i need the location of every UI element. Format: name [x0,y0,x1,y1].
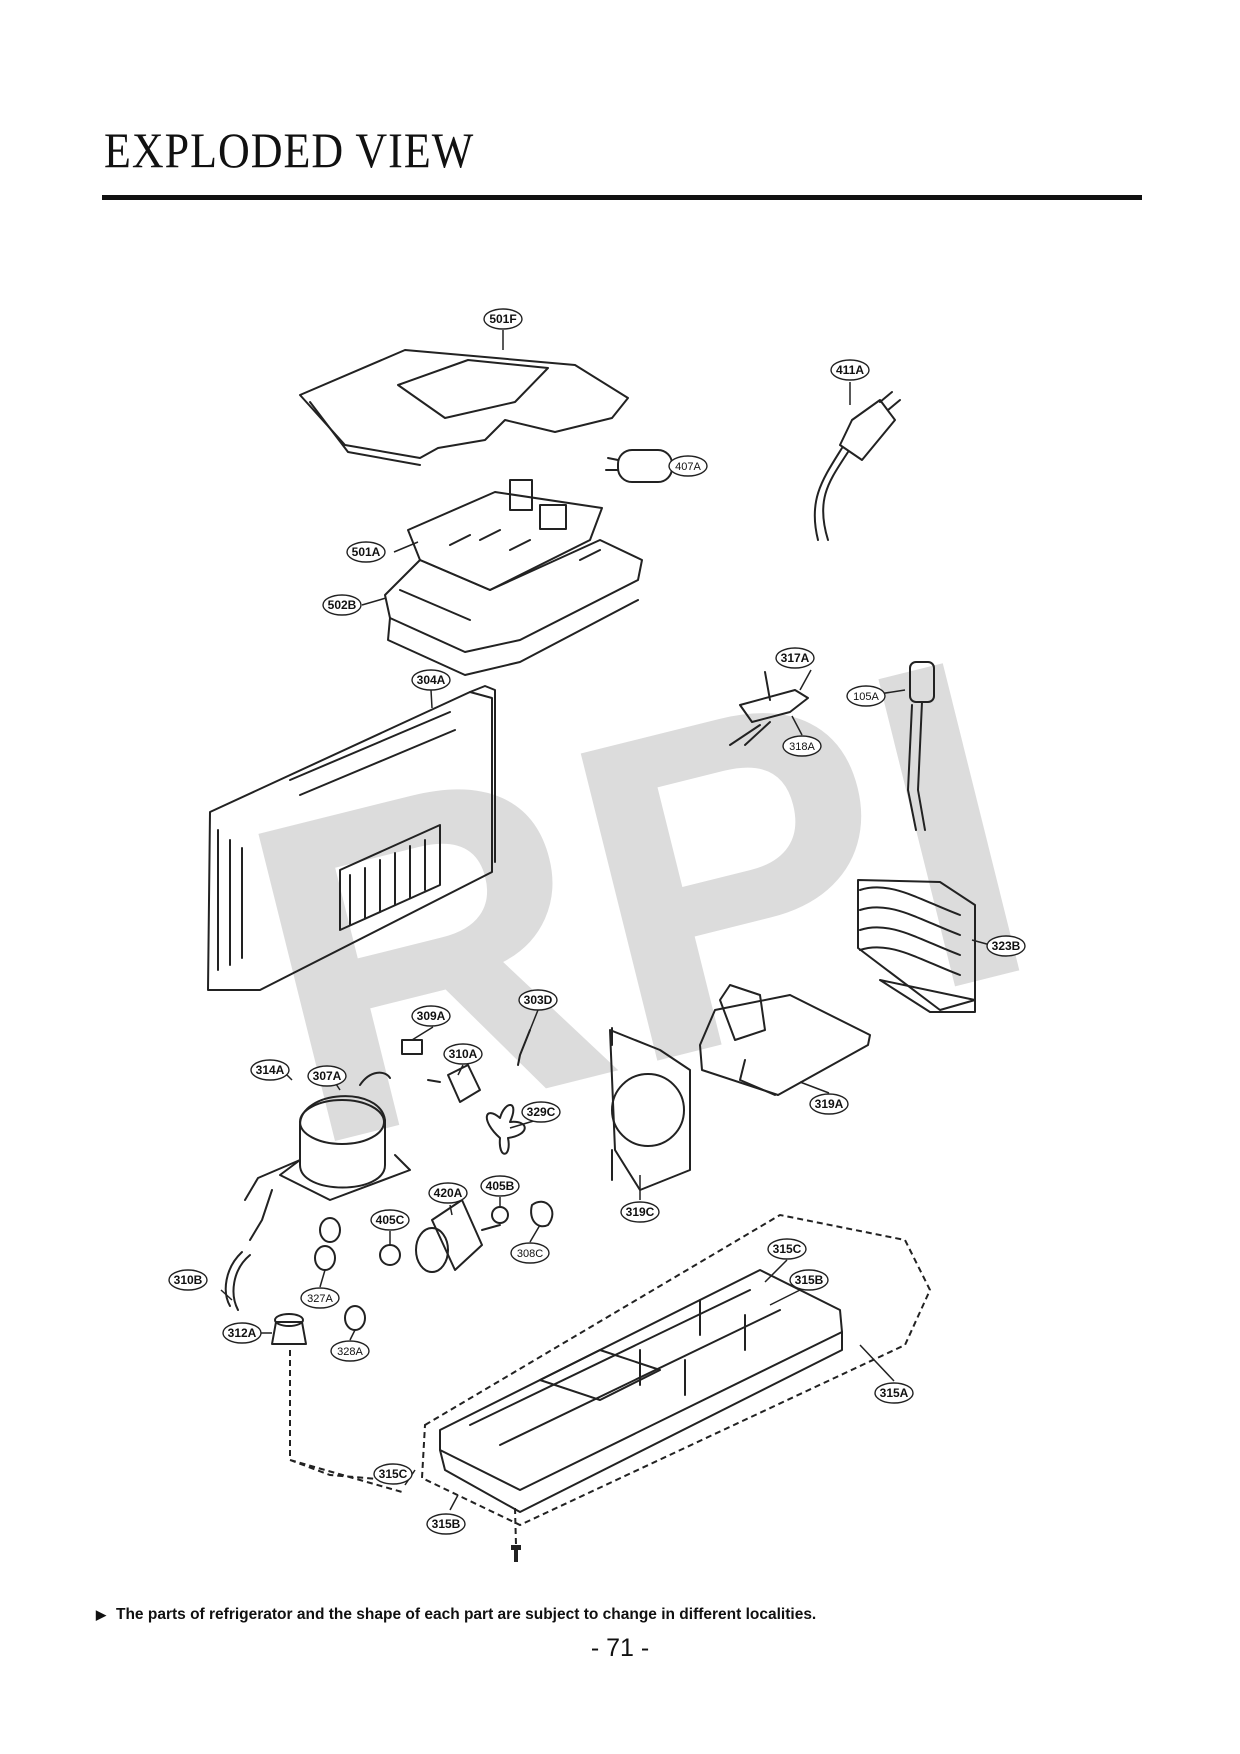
callout-304a: 304A [411,669,451,691]
callout-label: 420A [434,1186,463,1200]
callout-label: 310B [174,1273,203,1287]
footnote: ▶ The parts of refrigerator and the shape… [96,1606,816,1624]
callout-303d: 303D [518,989,558,1011]
callout-label: 314A [256,1063,285,1077]
callout-315b: 315B [426,1513,466,1535]
part-rear-cover-304a [207,685,496,991]
part-fan-blade-329c [485,1104,526,1155]
callout-307a: 307A [307,1065,347,1087]
part-fan-case-319a [699,984,871,1096]
callout-312a: 312A [222,1322,262,1344]
leader-screw [514,1507,517,1546]
callout-308c: 308C [510,1242,550,1264]
page-number: - 71 - [590,1634,650,1662]
callout-411a: 411A [830,359,870,381]
callout-329c: 329C [521,1101,561,1123]
callout-label: 315B [432,1517,461,1531]
callout-315c: 315C [373,1463,413,1485]
leader-312a [289,1350,403,1493]
callout-309a: 309A [411,1005,451,1027]
triangle-bullet-icon: ▶ [96,1607,106,1622]
callout-label: 501A [352,545,381,559]
callout-315c: 315C [767,1238,807,1260]
callout-label: 329C [527,1105,556,1119]
callout-315a: 315A [874,1382,914,1404]
outline-315a [420,1213,932,1527]
callout-405c: 405C [370,1209,410,1231]
page-title: EXPLODED VIEW [104,123,475,178]
title-rule [102,195,1142,200]
callout-310a: 310A [443,1043,483,1065]
callout-label: 318A [789,741,815,753]
callout-315b: 315B [789,1269,829,1291]
screw-icon [511,1545,521,1562]
callout-318a: 318A [782,735,822,757]
callout-314a: 314A [250,1059,290,1081]
callout-105a: 105A [846,685,886,707]
part-grommets [224,1217,366,1345]
callout-label: 501F [489,312,516,326]
callout-label: 315C [379,1467,408,1481]
footnote-text: The parts of refrigerator and the shape … [116,1606,817,1623]
callout-319a: 319A [809,1093,849,1115]
callout-label: 411A [836,363,864,377]
callout-323b: 323B [986,935,1026,957]
callout-405b: 405B [480,1175,520,1197]
callout-label: 315A [880,1386,909,1400]
part-fan-shroud-319c [609,1027,691,1191]
callout-label: 310A [449,1047,478,1061]
part-compressor-307a [244,1071,411,1241]
callout-label: 317A [781,651,810,665]
watermark: RPI [205,560,1073,1243]
part-tube-105a [907,661,935,831]
part-cover-501f [299,349,629,466]
callout-label: 328A [337,1346,363,1358]
callout-label: 303D [524,993,553,1007]
part-control-box-502b [384,539,643,676]
callout-label: 105A [853,691,879,703]
callout-label: 319C [626,1205,655,1219]
callout-label: 405C [376,1213,405,1227]
callout-420a: 420A [428,1182,468,1204]
callout-310b: 310B [168,1269,208,1291]
callout-label: 407A [675,461,701,473]
callout-327a: 327A [300,1287,340,1309]
part-base-tray-315a [439,1269,843,1513]
callout-label: 405B [486,1179,515,1193]
callout-501a: 501A [346,541,386,563]
callout-502b: 502B [322,594,362,616]
callout-407a: 407A [668,455,708,477]
part-evaporator-323b [857,879,976,1013]
callout-label: 315C [773,1242,802,1256]
callout-317a: 317A [775,647,815,669]
callout-label: 315B [795,1273,824,1287]
callout-label: 319A [815,1097,844,1111]
callout-319c: 319C [620,1201,660,1223]
callout-label: 327A [307,1293,333,1305]
callout-328a: 328A [330,1340,370,1362]
part-control-board-501a [407,479,603,591]
callout-label: 307A [313,1069,342,1083]
callout-label: 308C [517,1248,543,1260]
callout-label: 323B [992,939,1021,953]
part-power-cord-411a [813,391,901,541]
callout-label: 309A [417,1009,446,1023]
callout-label: 502B [328,598,357,612]
callout-label: 304A [417,673,446,687]
callout-label: 312A [228,1326,257,1340]
callout-501f: 501F [483,308,523,330]
part-capacitor-407a [605,449,673,483]
part-thermostat-317a [729,671,809,746]
